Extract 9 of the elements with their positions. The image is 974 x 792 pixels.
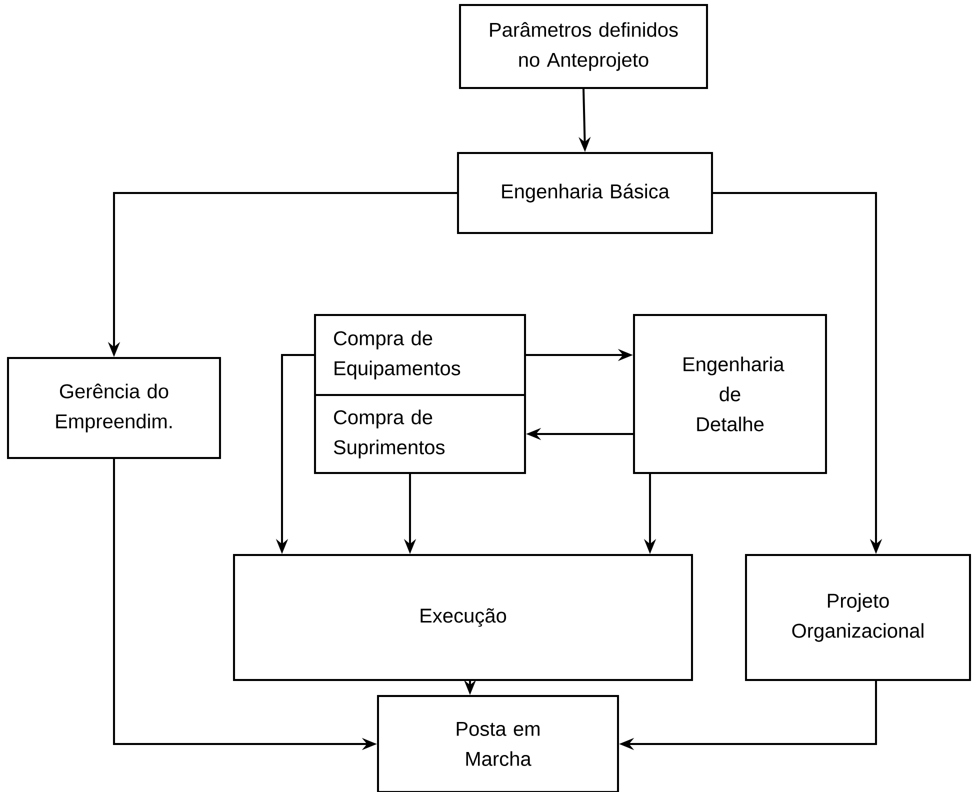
- process-box: Posta em Marcha: [377, 695, 619, 792]
- process-box: Engenharia Básica: [457, 152, 713, 234]
- process-box: Compra de Suprimentos: [314, 394, 526, 474]
- process-box: Parâmetros definidos no Anteprojeto: [459, 4, 708, 89]
- process-box: Engenharia de Detalhe: [633, 314, 827, 474]
- process-box: Compra de Equipamentos: [314, 314, 526, 396]
- process-box: Execução: [233, 554, 693, 681]
- process-box: Projeto Organizacional: [745, 554, 971, 681]
- process-box: Gerência do Empreendim.: [7, 357, 221, 459]
